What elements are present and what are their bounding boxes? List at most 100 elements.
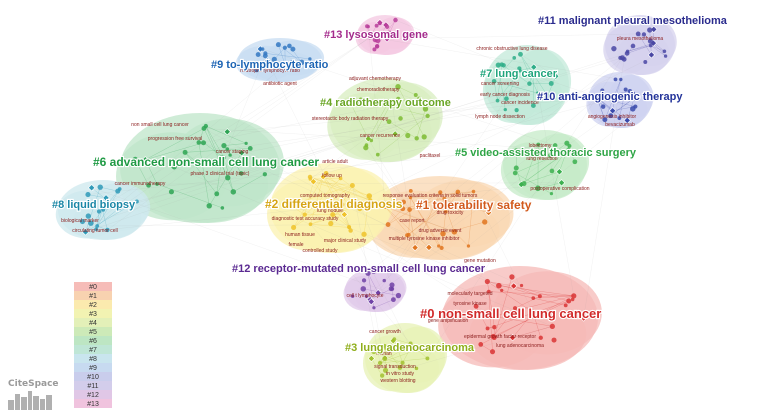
link-c0	[475, 306, 488, 329]
link-c2	[313, 181, 371, 201]
keyword-node-c7	[548, 81, 554, 86]
link-c8	[101, 208, 108, 231]
legend-label: #5	[89, 329, 97, 336]
keyword-node-c1	[438, 190, 443, 195]
cross-link	[468, 120, 628, 247]
cross-link	[378, 247, 442, 293]
link-c12	[370, 288, 392, 300]
cross-link	[368, 138, 410, 210]
keyword-node-c11	[662, 49, 667, 54]
cluster-label-c13: #13 lysosomal gene	[324, 29, 428, 41]
legend-label: #9	[89, 365, 97, 372]
keyword-label: molecularly targeted	[447, 291, 492, 297]
keyword-node-c3	[367, 354, 375, 363]
keyword-label: cancer staging	[216, 149, 249, 155]
keyword-node-c7	[512, 56, 517, 60]
link-c1	[387, 208, 403, 225]
link-c1	[442, 221, 485, 234]
keyword-node-c7	[495, 98, 500, 103]
keyword-nodes	[79, 17, 668, 378]
keyword-node-c0	[500, 288, 504, 292]
keyword-label: postoperative complication	[530, 186, 589, 192]
cross-link	[444, 57, 623, 199]
link-c2	[310, 200, 371, 225]
keyword-node-c8	[96, 209, 102, 214]
keyword-node-c9	[271, 56, 277, 62]
logo-skyline	[46, 395, 52, 410]
link-c6	[205, 125, 225, 158]
cross-link	[241, 98, 507, 174]
link-c6	[145, 142, 204, 160]
legend-label: #12	[87, 392, 99, 399]
keyword-node-c5	[535, 185, 541, 192]
keyword-node-c1	[408, 196, 413, 200]
keyword-node-c0	[510, 282, 518, 290]
link-c3	[402, 347, 411, 363]
keyword-node-c10	[631, 95, 637, 101]
keyword-node-c6	[230, 189, 237, 195]
keyword-node-c6	[228, 153, 232, 157]
cluster-label-c8: #8 liquid biopsy	[52, 199, 136, 211]
link-c1	[409, 191, 458, 210]
link-c2	[289, 185, 353, 206]
link-c11	[627, 45, 651, 52]
keyword-node-c7	[514, 108, 519, 113]
keyword-node-c10	[623, 116, 631, 125]
cross-link	[309, 176, 455, 233]
keyword-node-c8	[85, 192, 91, 198]
legend-swatch	[74, 318, 112, 327]
cross-link	[366, 97, 598, 297]
keyword-node-c4	[422, 106, 429, 112]
keyword-node-c10	[619, 77, 623, 82]
link-c8	[85, 201, 137, 233]
keyword-node-c2	[302, 212, 307, 217]
keyword-node-c5	[549, 168, 555, 174]
keyword-label: epidermal growth factor receptor	[464, 334, 536, 340]
link-c10	[597, 97, 636, 107]
keyword-node-c5	[512, 170, 518, 176]
keyword-node-c12	[371, 269, 376, 274]
keyword-node-c2	[338, 176, 343, 181]
link-c2	[341, 200, 371, 205]
keyword-node-c2	[347, 225, 351, 230]
link-c0	[533, 297, 566, 306]
keyword-node-c13	[386, 30, 392, 36]
cluster-label-c5: #5 video-assisted thoracic surgery	[455, 147, 637, 159]
keyword-node-c13	[385, 24, 390, 29]
keyword-node-c5	[536, 142, 541, 147]
cross-link	[107, 36, 371, 231]
link-c0	[488, 291, 493, 352]
keyword-node-c5	[555, 168, 564, 176]
keyword-label: signal transduction	[374, 364, 416, 370]
cross-link	[473, 191, 534, 313]
keyword-node-c10	[600, 88, 605, 93]
keyword-node-c12	[395, 292, 402, 299]
cross-link	[88, 26, 388, 217]
keyword-node-c6	[225, 175, 231, 181]
link-c10	[619, 89, 626, 119]
cluster-hull-c3	[379, 344, 439, 393]
cross-link	[382, 326, 553, 376]
keyword-node-c1	[385, 222, 391, 227]
keyword-node-c9	[299, 59, 305, 66]
keyword-node-c1	[439, 245, 444, 250]
keyword-node-c12	[364, 294, 369, 298]
cross-link	[87, 142, 567, 195]
keyword-node-c3	[408, 341, 413, 346]
cross-link	[520, 54, 556, 77]
link-c5	[550, 142, 568, 156]
keyword-node-c7	[530, 63, 538, 71]
keyword-node-c10	[609, 107, 617, 115]
cross-link	[227, 109, 506, 150]
keyword-node-c3	[403, 346, 408, 350]
keyword-node-c12	[360, 286, 366, 292]
cross-link	[310, 224, 411, 344]
link-c2	[310, 214, 345, 225]
link-c4	[416, 108, 426, 139]
link-c8	[96, 211, 100, 227]
keyword-node-c6	[214, 191, 220, 197]
keyword-node-c2	[308, 222, 313, 227]
keyword-node-c1	[407, 207, 412, 212]
keyword-node-c0	[473, 303, 479, 309]
link-c8	[97, 208, 119, 227]
